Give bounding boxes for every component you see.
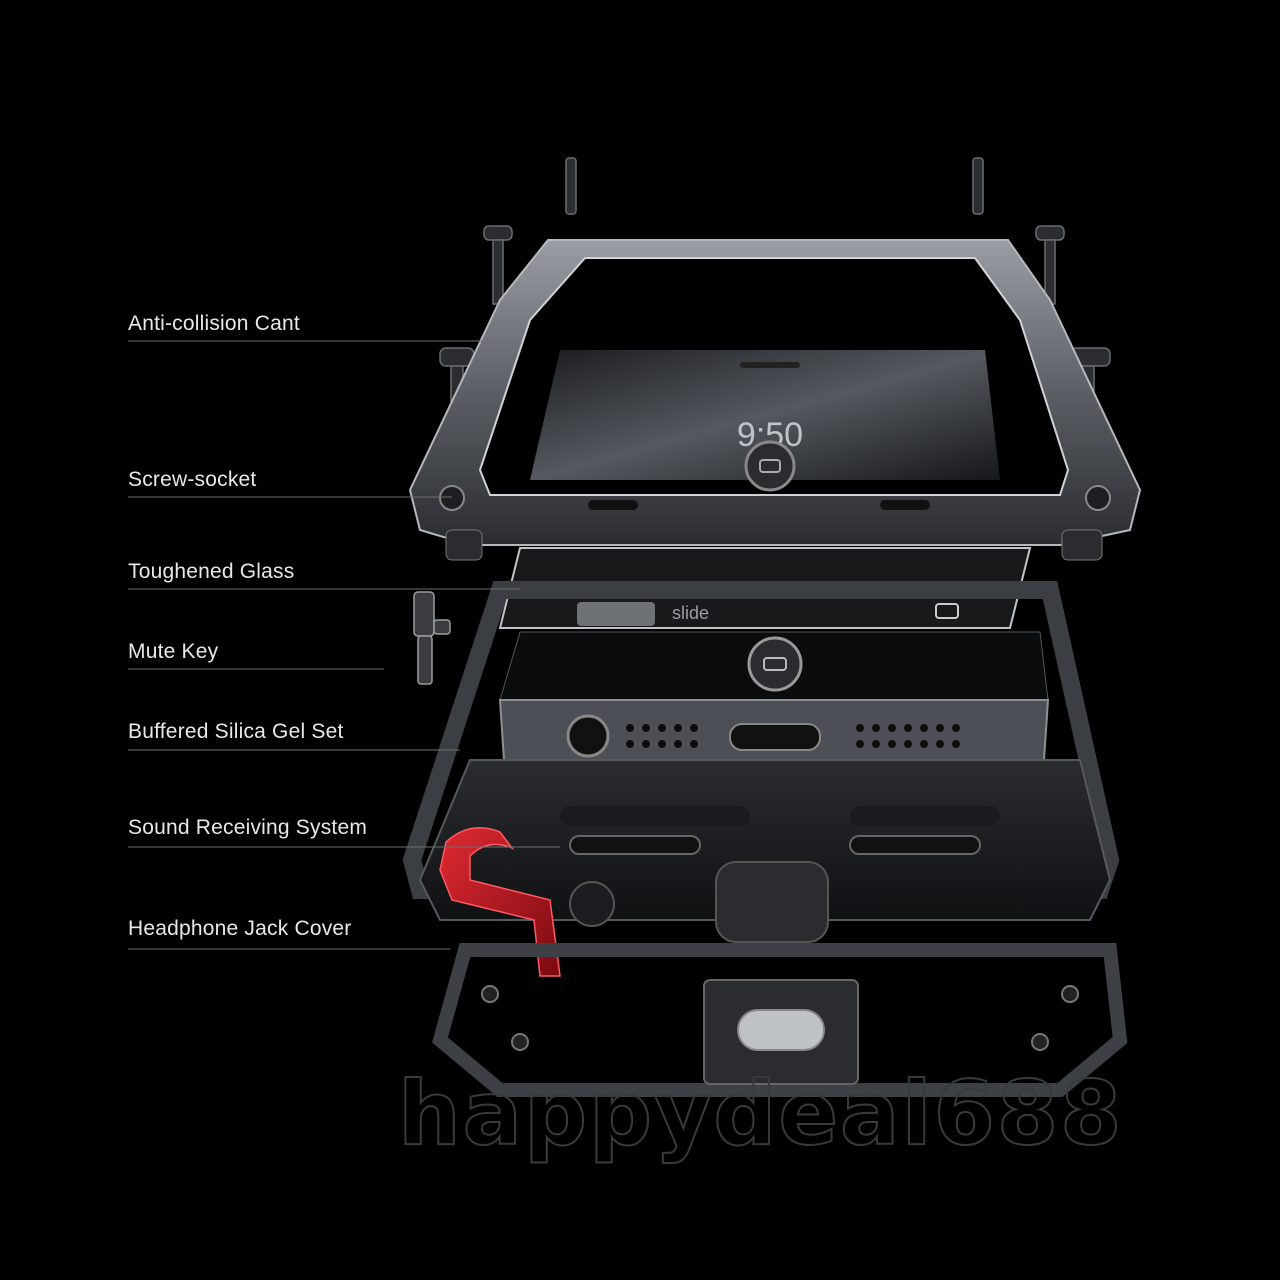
- callout-screw-socket: Screw-socket: [128, 468, 256, 492]
- callout-toughened-glass: Toughened Glass: [128, 560, 294, 584]
- callout-anti-collision-cant: Anti-collision Cant: [128, 312, 300, 336]
- mute-key-part: [413, 591, 451, 685]
- slide-to-unlock-text: slide: [672, 603, 709, 623]
- callout-label: Sound Receiving System: [128, 816, 368, 839]
- callout-leaders: [128, 340, 560, 950]
- back-case-silica-gel: [402, 581, 1120, 943]
- callout-sound-receiving-system: Sound Receiving System: [128, 816, 367, 840]
- callout-label: Toughened Glass: [128, 560, 295, 583]
- callout-label: Screw-socket: [128, 468, 257, 491]
- callout-label: Mute Key: [128, 640, 219, 663]
- callout-label: Headphone Jack Cover: [128, 917, 352, 940]
- callout-buffered-silica-gel-set: Buffered Silica Gel Set: [128, 720, 344, 744]
- callout-label: Buffered Silica Gel Set: [128, 720, 344, 743]
- callout-mute-key: Mute Key: [128, 640, 218, 664]
- bottom-back-plate: [432, 943, 1128, 1097]
- callout-label: Anti-collision Cant: [128, 312, 300, 335]
- phone-body: [498, 631, 1050, 761]
- callout-headphone-jack-cover: Headphone Jack Cover: [128, 917, 351, 941]
- phone-screen: 9:50: [530, 350, 1000, 492]
- headphone-jack-cover-part: [439, 827, 561, 977]
- watermark: happydeal688: [397, 1061, 1124, 1166]
